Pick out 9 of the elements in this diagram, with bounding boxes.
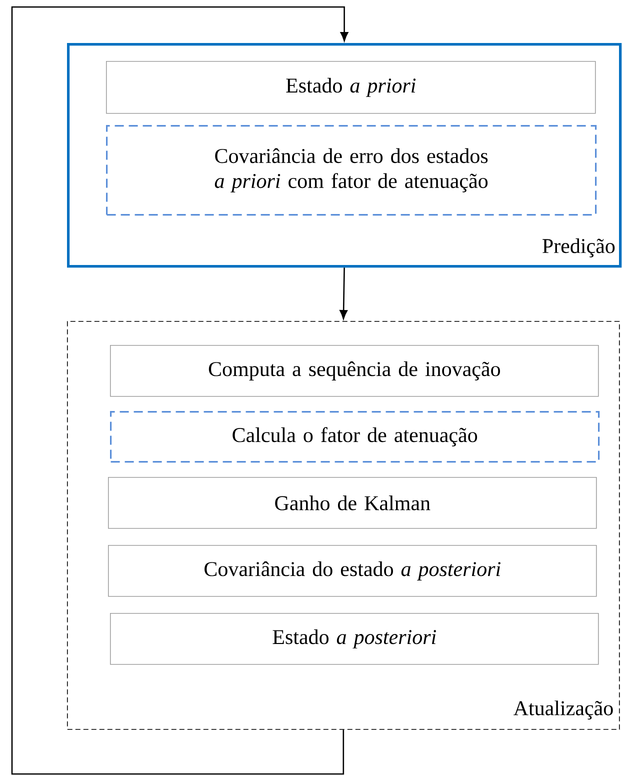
arrow — [11, 6, 348, 775]
process-box: Covariância do estado a posteriori — [108, 545, 597, 597]
process-box: Covariância de erro dos estados a priori com fator de atenuação — [106, 125, 597, 216]
process-box: Estado a posteriori — [110, 613, 599, 665]
arrow — [340, 268, 348, 320]
process-box: Calcula o fator de atenuação — [110, 411, 600, 463]
process-box: Estado a priori — [106, 61, 596, 114]
process-box: Computa a sequência de inovação — [110, 345, 599, 397]
process-box: Ganho de Kalman — [108, 477, 597, 529]
